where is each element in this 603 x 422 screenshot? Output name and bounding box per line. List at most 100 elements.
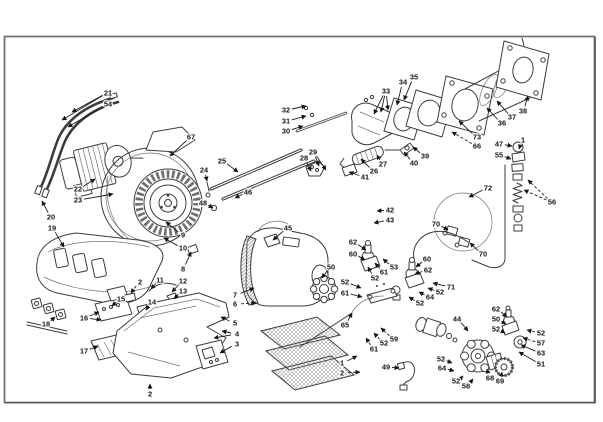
part-callout-72: 72 bbox=[484, 184, 492, 193]
leader-line bbox=[145, 304, 151, 311]
leader-line bbox=[291, 114, 307, 121]
leader-line bbox=[468, 378, 474, 385]
part-callout-8: 8 bbox=[181, 265, 185, 274]
blast-tube bbox=[436, 37, 550, 136]
leader-line bbox=[41, 200, 49, 213]
leader-line bbox=[185, 251, 192, 265]
part-callout-40: 40 bbox=[410, 159, 418, 168]
part-callout-19: 19 bbox=[48, 224, 56, 233]
leader-line bbox=[486, 107, 499, 120]
part-callout-54: 54 bbox=[104, 100, 113, 109]
part-callout-2: 2 bbox=[148, 390, 152, 399]
part-callout-18: 18 bbox=[42, 320, 50, 329]
leader-line bbox=[374, 262, 381, 269]
part-callout-5: 5 bbox=[233, 319, 237, 328]
part-callout-35: 35 bbox=[410, 73, 418, 82]
leader-line bbox=[350, 283, 362, 289]
leader-line bbox=[314, 156, 320, 167]
leader-line bbox=[504, 142, 513, 148]
leader-line bbox=[358, 255, 366, 261]
leader-line bbox=[520, 344, 536, 352]
fan-impeller bbox=[133, 168, 203, 238]
part-callout-17: 17 bbox=[80, 347, 88, 356]
leader-line bbox=[360, 158, 370, 168]
leader-line bbox=[412, 146, 421, 154]
part-callout-55: 55 bbox=[495, 151, 503, 160]
part-callout-50: 50 bbox=[327, 263, 335, 272]
filter-bowl bbox=[433, 192, 493, 252]
leader-line bbox=[163, 237, 178, 247]
leader-line bbox=[347, 355, 358, 362]
part-callout-44: 44 bbox=[453, 315, 462, 324]
part-callout-28: 28 bbox=[300, 154, 308, 163]
part-callout-11: 11 bbox=[156, 276, 164, 285]
leader-line bbox=[367, 266, 373, 275]
part-callout-70: 70 bbox=[432, 220, 440, 229]
part-callout-60: 60 bbox=[423, 255, 431, 264]
leader-line bbox=[89, 311, 100, 317]
part-callout-51: 51 bbox=[537, 360, 545, 369]
leader-line bbox=[50, 316, 56, 322]
leader-line bbox=[385, 95, 391, 111]
leader-line bbox=[526, 328, 536, 334]
leader-line bbox=[427, 287, 435, 292]
slide-rods bbox=[205, 148, 316, 212]
leader-line bbox=[213, 334, 232, 340]
leader-line bbox=[291, 104, 307, 110]
part-callout-13: 13 bbox=[179, 287, 187, 296]
leader-line bbox=[207, 203, 214, 209]
leader-line bbox=[130, 285, 137, 294]
part-callout-12: 12 bbox=[179, 277, 187, 286]
leader-line bbox=[173, 293, 179, 300]
part-callout-6: 6 bbox=[233, 300, 237, 309]
part-callout-52: 52 bbox=[492, 325, 500, 334]
part-callout-52: 52 bbox=[416, 299, 424, 308]
part-callout-21: 21 bbox=[104, 89, 112, 98]
part-callout-43: 43 bbox=[386, 216, 394, 225]
base-plate bbox=[112, 292, 230, 379]
leader-line bbox=[499, 328, 506, 334]
leader-line bbox=[220, 316, 230, 322]
leader-line bbox=[518, 143, 523, 150]
part-callout-67: 67 bbox=[187, 133, 195, 142]
part-callout-69: 69 bbox=[496, 377, 504, 386]
leader-line bbox=[500, 311, 508, 318]
part-callout-62: 62 bbox=[492, 305, 500, 314]
damper-linkage bbox=[295, 105, 415, 177]
leader-line bbox=[54, 231, 65, 248]
part-callout-3: 3 bbox=[235, 340, 239, 349]
part-callout-32: 32 bbox=[282, 106, 290, 115]
part-callout-39: 39 bbox=[421, 152, 429, 161]
part-callout-70: 70 bbox=[479, 250, 487, 259]
leader-line bbox=[523, 189, 547, 201]
leader-line bbox=[395, 86, 402, 106]
leader-line bbox=[391, 365, 400, 371]
leader-line bbox=[357, 244, 367, 251]
part-callout-31: 31 bbox=[282, 117, 290, 126]
leader-line bbox=[165, 221, 179, 233]
part-callout-45: 45 bbox=[284, 224, 292, 233]
leader-line bbox=[451, 131, 473, 144]
part-callout-9: 9 bbox=[181, 231, 185, 240]
nozzle-assembly bbox=[413, 141, 526, 269]
leader-line bbox=[376, 154, 382, 161]
leader-line bbox=[89, 316, 102, 322]
leader-line bbox=[226, 163, 239, 173]
part-callout-52: 52 bbox=[537, 329, 545, 338]
leader-line bbox=[89, 345, 99, 350]
leader-line bbox=[67, 106, 104, 128]
leader-line bbox=[432, 281, 446, 287]
part-callout-73: 73 bbox=[473, 133, 481, 142]
leader-line bbox=[71, 94, 103, 113]
part-callout-2: 2 bbox=[138, 278, 142, 287]
part-callout-26: 26 bbox=[370, 167, 378, 176]
part-callout-52: 52 bbox=[452, 377, 460, 386]
part-callout-42: 42 bbox=[386, 206, 394, 215]
part-callout-1: 1 bbox=[521, 136, 525, 145]
leader-line bbox=[111, 301, 117, 307]
leader-line bbox=[380, 327, 390, 337]
leader-line bbox=[61, 95, 104, 121]
